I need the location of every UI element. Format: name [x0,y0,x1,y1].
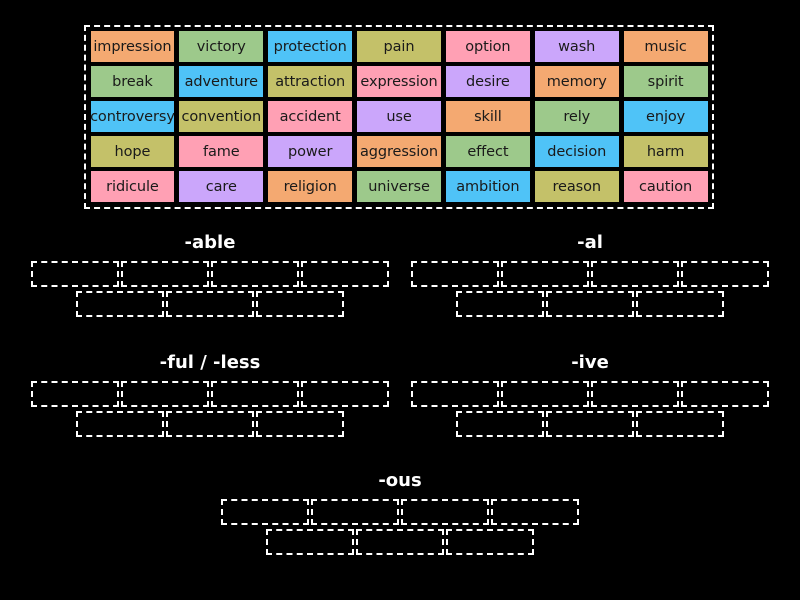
slot-row-top-al [400,261,780,287]
drop-slot[interactable] [681,261,769,287]
word-tile[interactable]: break [89,65,176,98]
word-tile[interactable]: impression [89,30,176,63]
word-tile[interactable]: caution [622,170,709,203]
drop-slot[interactable] [446,529,534,555]
slot-row-top-ive [400,381,780,407]
drop-slot[interactable] [356,529,444,555]
drop-slot[interactable] [591,381,679,407]
word-tile[interactable]: enjoy [622,100,709,133]
word-tile[interactable]: hope [89,135,176,168]
word-tile[interactable]: option [444,30,531,63]
slot-row-bottom-al [400,291,780,317]
word-tile[interactable]: attraction [267,65,354,98]
drop-slot[interactable] [401,499,489,525]
word-tile[interactable]: effect [444,135,531,168]
category-al: -al [400,231,780,317]
category-title-able: -able [184,232,236,253]
drop-slot[interactable] [501,381,589,407]
word-tile[interactable]: ridicule [89,170,176,203]
drop-slot[interactable] [121,261,209,287]
word-tile[interactable]: fame [178,135,265,168]
word-tile[interactable]: memory [533,65,620,98]
drop-slot[interactable] [456,291,544,317]
drop-slot[interactable] [636,411,724,437]
word-tile[interactable]: wash [533,30,620,63]
drop-slot[interactable] [301,261,389,287]
category-title-ous: -ous [378,470,422,491]
drop-slot[interactable] [256,291,344,317]
drop-slot[interactable] [166,411,254,437]
word-tile[interactable]: decision [533,135,620,168]
word-tile[interactable]: reason [533,170,620,203]
drop-slot[interactable] [636,291,724,317]
drop-slot[interactable] [221,499,309,525]
word-tile[interactable]: harm [622,135,709,168]
word-tile[interactable]: music [622,30,709,63]
drop-slot[interactable] [31,261,119,287]
slot-row-top-able [20,261,400,287]
drop-slot[interactable] [121,381,209,407]
drop-slot[interactable] [211,261,299,287]
word-tile[interactable]: skill [444,100,531,133]
slot-row-bottom-ful-less [20,411,400,437]
word-tile[interactable]: victory [178,30,265,63]
word-tile[interactable]: religion [267,170,354,203]
category-able: -able [20,231,400,317]
drop-slot[interactable] [456,411,544,437]
drop-slot[interactable] [31,381,119,407]
category-ous: -ous [210,469,590,555]
word-tile[interactable]: pain [356,30,442,63]
drop-slot[interactable] [256,411,344,437]
slot-row-bottom-able [20,291,400,317]
word-tile[interactable]: adventure [178,65,265,98]
word-tile[interactable]: expression [356,65,442,98]
word-tile[interactable]: power [267,135,354,168]
category-ful-less: -ful / -less [20,351,400,437]
word-tile[interactable]: care [178,170,265,203]
word-tile[interactable]: aggression [356,135,442,168]
drop-slot[interactable] [546,291,634,317]
drop-slot[interactable] [301,381,389,407]
drop-slot[interactable] [681,381,769,407]
drop-slot[interactable] [411,381,499,407]
drop-slot[interactable] [501,261,589,287]
word-tile[interactable]: spirit [622,65,709,98]
slot-row-top-ous [210,499,590,525]
drop-slot[interactable] [491,499,579,525]
drop-slot[interactable] [76,411,164,437]
word-tile[interactable]: controversy [89,100,176,133]
category-title-ive: -ive [571,352,609,373]
drop-slot[interactable] [166,291,254,317]
word-tile[interactable]: ambition [444,170,531,203]
drop-slot[interactable] [211,381,299,407]
slot-row-bottom-ive [400,411,780,437]
slot-row-top-ful-less [20,381,400,407]
word-tile[interactable]: convention [178,100,265,133]
drop-slot[interactable] [546,411,634,437]
drop-slot[interactable] [76,291,164,317]
category-title-al: -al [577,232,603,253]
word-tile[interactable]: use [356,100,442,133]
drop-slot[interactable] [591,261,679,287]
drop-slot[interactable] [411,261,499,287]
drop-slot[interactable] [266,529,354,555]
word-tile[interactable]: desire [444,65,531,98]
word-tile[interactable]: rely [533,100,620,133]
slot-row-bottom-ous [210,529,590,555]
word-tile[interactable]: accident [267,100,354,133]
word-tile[interactable]: protection [267,30,354,63]
drop-slot[interactable] [311,499,399,525]
category-ive: -ive [400,351,780,437]
word-tile[interactable]: universe [356,170,442,203]
category-title-ful-less: -ful / -less [159,352,261,373]
